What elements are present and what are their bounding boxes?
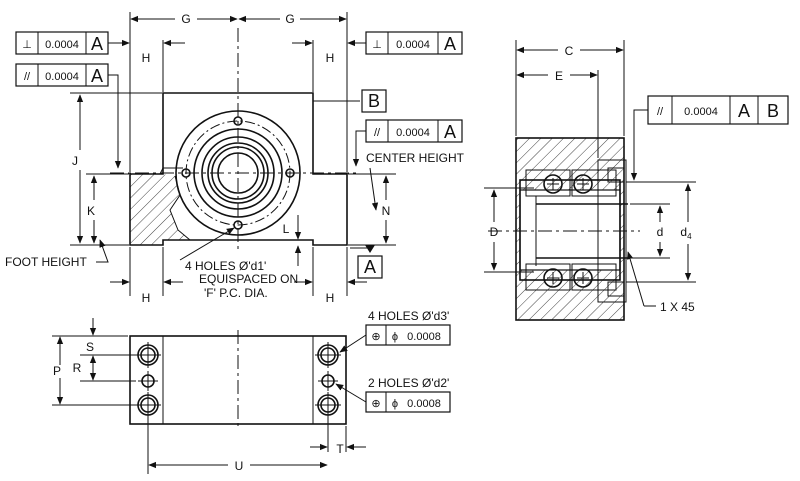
parallelism-symbol: // (657, 106, 664, 118)
side-section-view: C E D d d4 1 X 45 // 0.0004 (484, 40, 789, 321)
fcf-perpendicularity-left: ⊥ 0.0004 A (15, 31, 109, 55)
dim-G-right: G (285, 12, 294, 26)
center-height-label: CENTER HEIGHT (366, 151, 465, 165)
svg-text:B: B (767, 101, 779, 121)
fcf-position-d2: ⊕ ϕ 0.0008 (335, 383, 451, 413)
svg-text:0.0004: 0.0004 (45, 71, 79, 83)
section-hatch-left (130, 174, 163, 245)
perpendicularity-symbol: ⊥ (22, 39, 32, 51)
dim-P: P (53, 364, 61, 378)
dim-J: J (72, 154, 78, 168)
dim-S: S (86, 340, 94, 354)
datum-A: A (364, 257, 376, 277)
dim-L: L (283, 222, 290, 236)
holes-d1-note-line2: EQUISPACED ON (199, 272, 298, 286)
chamfer-note: 1 X 45 (660, 300, 695, 314)
dim-d: d (657, 225, 664, 239)
datum-B: B (368, 91, 380, 111)
svg-text:ϕ: ϕ (392, 398, 398, 410)
dim-d4: d4 (680, 225, 692, 241)
dim-H-top-left: H (142, 51, 151, 65)
dim-G-left: G (181, 12, 190, 26)
svg-text:A: A (444, 122, 456, 142)
svg-text:A: A (91, 34, 103, 54)
svg-text:A: A (444, 34, 456, 54)
position-symbol: ⊕ (371, 398, 380, 410)
perpendicularity-symbol: ⊥ (372, 39, 382, 51)
dim-D: D (490, 225, 499, 239)
section-outline (515, 137, 625, 321)
dim-E: E (555, 69, 563, 83)
bearing-elements (525, 159, 628, 303)
bottom-view: S R P T U 4 HOLES Ø'd3' ⊕ ϕ 0.0008 2 HOL… (52, 309, 451, 474)
dim-U: U (235, 459, 244, 473)
dim-H-bottom-left: H (142, 291, 151, 305)
dim-H-bottom-right: H (326, 291, 335, 305)
fcf-parallelism-side: // 0.0004 A B (630, 95, 789, 181)
svg-text:0.0004: 0.0004 (396, 39, 430, 51)
svg-text:0.0008: 0.0008 (407, 398, 441, 410)
fcf-perpendicularity-right: ⊥ 0.0004 A (365, 31, 463, 55)
fcf-parallelism-left: // 0.0004 A (15, 63, 122, 169)
svg-text:ϕ: ϕ (392, 331, 398, 343)
dim-T: T (336, 442, 344, 456)
dim-C: C (565, 44, 574, 58)
holes-d3-note: 4 HOLES Ø'd3' (368, 309, 449, 323)
holes-d1-note-line3: 'F' P.C. DIA. (204, 286, 268, 300)
dim-K: K (87, 204, 95, 218)
front-view: G G H H ⊥ 0.0004 A // 0.0004 A (5, 12, 465, 305)
datum-B-box (361, 89, 387, 113)
svg-text:A: A (738, 101, 750, 121)
svg-text:0.0008: 0.0008 (407, 331, 441, 343)
parallelism-symbol: // (24, 71, 31, 83)
fcf-parallelism-right: // 0.0004 A (352, 119, 463, 167)
svg-text:0.0004: 0.0004 (45, 39, 79, 51)
svg-text:A: A (91, 66, 103, 86)
base-holes (135, 342, 341, 418)
foot-height-label: FOOT HEIGHT (5, 255, 87, 269)
dim-H-top-right: H (326, 51, 335, 65)
holes-d2-note: 2 HOLES Ø'd2' (368, 376, 449, 390)
holes-d1-note-line1: 4 HOLES Ø'd1' (185, 259, 266, 273)
parallelism-symbol: // (374, 127, 381, 139)
section-hatch-break (163, 174, 190, 240)
dim-N: N (382, 204, 391, 218)
dim-R: R (73, 361, 82, 375)
svg-text:0.0004: 0.0004 (396, 127, 430, 139)
position-symbol: ⊕ (371, 331, 380, 343)
svg-text:0.0004: 0.0004 (684, 106, 718, 118)
datum-A-box (357, 255, 383, 279)
fcf-position-d3: ⊕ ϕ 0.0008 (339, 324, 451, 353)
